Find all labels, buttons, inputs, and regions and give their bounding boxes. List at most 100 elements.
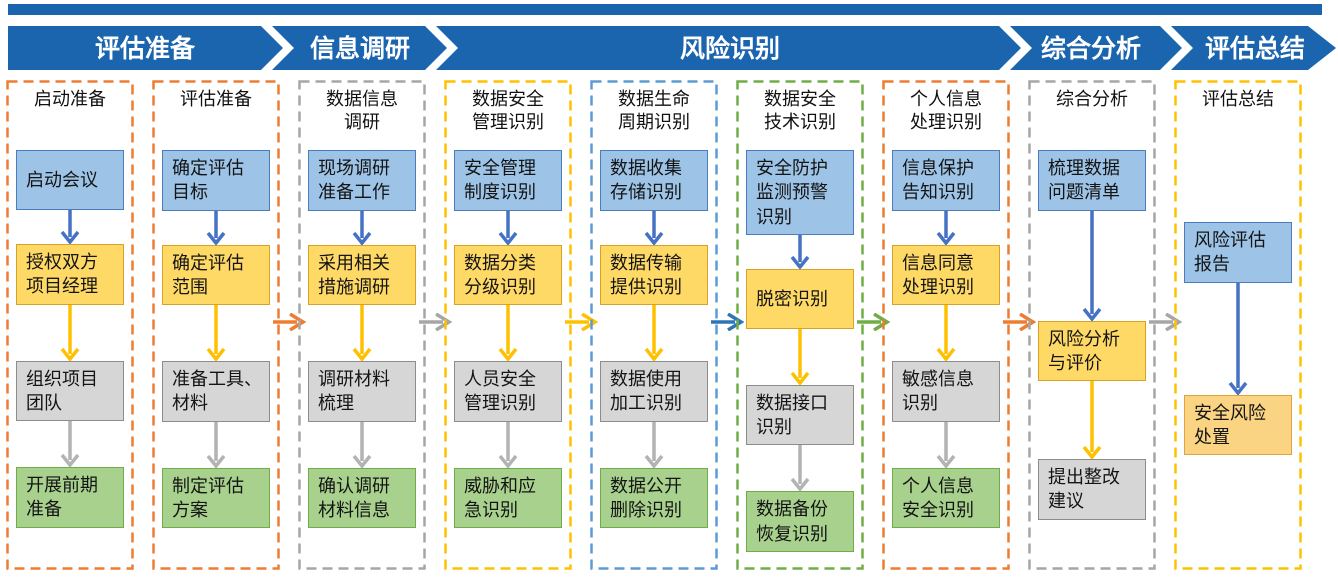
flow-connector (1038, 210, 1146, 321)
column-gap (134, 80, 152, 570)
down-arrow-icon (352, 210, 372, 245)
process-step-box: 开展前期 准备 (16, 467, 124, 528)
process-step-box: 提出整改 建议 (1038, 459, 1146, 520)
process-step-box: 数据传输 提供识别 (600, 244, 708, 306)
down-arrow-icon (644, 421, 664, 468)
process-column: 评估总结风险评估 报告 安全风险 处置 (1174, 80, 1302, 570)
phase-label: 评估准备 (95, 35, 196, 63)
column-title: 启动准备 (34, 89, 106, 109)
flow-connector (16, 304, 124, 361)
process-step-box: 信息保护 告知识别 (892, 150, 1000, 211)
down-arrow-icon (60, 304, 80, 361)
phase-chevron (436, 26, 1021, 70)
process-step-box: 确定评估 范围 (162, 244, 270, 306)
phase-label: 评估总结 (1205, 35, 1305, 63)
column-title: 数据安全 技术识别 (764, 89, 836, 133)
column-gap (711, 80, 744, 570)
top-accent-bar (8, 4, 1322, 15)
flow-connector (308, 305, 416, 362)
column-title: 评估准备 (180, 89, 252, 109)
down-arrow-icon (790, 328, 810, 385)
column-gap (273, 80, 306, 570)
process-step-box: 授权双方 项目经理 (16, 244, 124, 305)
process-column: 数据生命 周期识别数据收集 存储识别 数据传输 提供识别 数据使用 加工识别 数… (590, 80, 718, 570)
column-gap (1149, 80, 1182, 570)
column-title: 评估总结 (1202, 89, 1274, 109)
process-step-box: 梳理数据 问题清单 (1038, 150, 1146, 211)
process-step-box: 数据公开 删除识别 (600, 467, 708, 529)
phase-label: 综合分析 (1041, 34, 1141, 63)
column-gap (857, 80, 890, 570)
process-columns: 启动准备启动会议 授权双方 项目经理 组织项目 团队 开展前期 准备 评估准备确… (6, 80, 1302, 570)
process-column: 数据安全 技术识别安全防护 监测预警 识别 脱密识别 数据接口 识别 数据备份 … (736, 80, 864, 570)
phase-label: 风险识别 (680, 34, 780, 63)
process-step-box: 制定评估 方案 (162, 467, 270, 529)
flow-connector (162, 210, 270, 245)
flow-connector (162, 421, 270, 468)
down-arrow-icon (498, 210, 518, 245)
process-step-box: 个人信息 安全识别 (892, 467, 1000, 529)
process-step-box: 采用相关 措施调研 (308, 244, 416, 306)
process-column: 数据安全 管理识别安全管理 制度识别 数据分类 分级识别 人员安全 管理识别 威… (444, 80, 572, 570)
down-arrow-icon (1082, 381, 1102, 460)
down-arrow-icon (936, 305, 956, 362)
process-column: 数据信息 调研现场调研 准备工作 采用相关 措施调研 调研材料 梳理 确认调研 … (298, 80, 426, 570)
process-step-box: 数据分类 分级识别 (454, 244, 562, 306)
down-arrow-icon (790, 445, 810, 492)
process-step-box: 现场调研 准备工作 (308, 150, 416, 211)
down-arrow-icon (352, 421, 372, 468)
down-arrow-icon (60, 210, 80, 244)
process-step-box: 威胁和应 急识别 (454, 467, 562, 529)
down-arrow-icon (352, 305, 372, 362)
flow-connector (892, 210, 1000, 245)
flow-connector (600, 421, 708, 468)
column-title: 综合分析 (1056, 89, 1128, 109)
process-column: 启动准备启动会议 授权双方 项目经理 组织项目 团队 开展前期 准备 (6, 80, 134, 570)
process-step-box: 调研材料 梳理 (308, 361, 416, 422)
column-title: 数据生命 周期识别 (618, 89, 690, 133)
flow-connector (162, 305, 270, 362)
flow-connector (1184, 282, 1292, 395)
down-arrow-icon (936, 210, 956, 245)
column-title: 个人信息 处理识别 (910, 89, 982, 133)
flow-connector (892, 305, 1000, 362)
phase-chevron (1010, 26, 1182, 70)
down-arrow-icon (60, 421, 80, 468)
flow-connector (16, 421, 124, 468)
process-step-box: 脱密识别 (746, 268, 854, 329)
down-arrow-icon (206, 421, 226, 468)
down-arrow-icon (790, 234, 810, 269)
process-step-box: 确认调研 材料信息 (308, 467, 416, 529)
process-step-box: 风险分析 与评价 (1038, 320, 1146, 382)
flow-connector (308, 421, 416, 468)
down-arrow-icon (1082, 210, 1102, 321)
process-column: 评估准备确定评估 目标 确定评估 范围 准备工具、 材料 制定评估 方案 (152, 80, 280, 570)
process-step-box: 确定评估 目标 (162, 150, 270, 211)
process-step-box: 准备工具、 材料 (162, 361, 270, 422)
phase-banner: 评估准备 信息调研 风险识别 综合分析 评估总结 (8, 26, 1336, 70)
process-step-box: 敏感信息 识别 (892, 361, 1000, 422)
flow-connector (746, 234, 854, 269)
column-gap (1003, 80, 1036, 570)
process-column: 个人信息 处理识别信息保护 告知识别 信息同意 处理识别 敏感信息 识别 个人信… (882, 80, 1010, 570)
process-step-box: 安全管理 制度识别 (454, 150, 562, 211)
process-step-box: 信息同意 处理识别 (892, 244, 1000, 306)
process-step-box: 数据备份 恢复识别 (746, 491, 854, 553)
down-arrow-icon (206, 305, 226, 362)
down-arrow-icon (644, 210, 664, 245)
process-step-box: 人员安全 管理识别 (454, 361, 562, 422)
process-step-box: 组织项目 团队 (16, 360, 124, 422)
flow-connector (746, 445, 854, 492)
column-title: 数据信息 调研 (326, 89, 398, 133)
process-step-box: 安全风险 处置 (1184, 394, 1292, 456)
flow-connector (454, 305, 562, 362)
flow-connector (746, 328, 854, 385)
flow-connector (892, 421, 1000, 468)
down-arrow-icon (498, 305, 518, 362)
flow-connector (308, 210, 416, 245)
down-arrow-icon (936, 421, 956, 468)
process-column: 综合分析梳理数据 问题清单 风险分析 与评价 提出整改 建议 (1028, 80, 1156, 570)
flow-connector (454, 210, 562, 245)
process-step-box: 安全防护 监测预警 识别 (746, 150, 854, 235)
